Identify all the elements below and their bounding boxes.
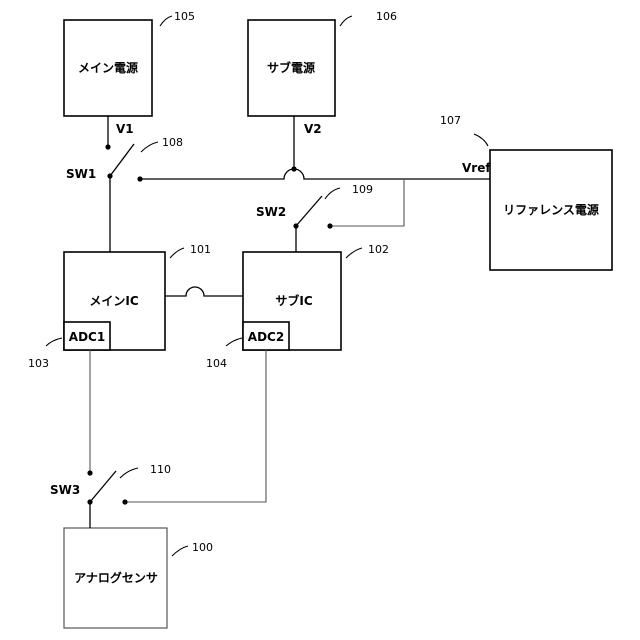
sw2-vref-dot xyxy=(327,223,332,228)
v1-label: V1 xyxy=(116,122,134,136)
v2-label: V2 xyxy=(304,122,322,136)
ref-102: 102 xyxy=(368,243,389,256)
ref-106: 106 xyxy=(376,10,397,23)
ref-103: 103 xyxy=(28,357,49,370)
sub-ic-label: サブIC xyxy=(275,293,312,308)
sw1-input-dot xyxy=(105,144,110,149)
sw1-blade xyxy=(110,144,134,176)
sw2-label: SW2 xyxy=(256,205,286,219)
sw1-label: SW1 xyxy=(66,167,96,181)
ref-102-leader xyxy=(346,248,362,258)
main-ic-label: メインIC xyxy=(89,294,138,308)
sw3-adc1-dot xyxy=(87,470,92,475)
ref-105: 105 xyxy=(174,10,195,23)
wire-adc2-sw3 xyxy=(125,350,266,502)
ref-110-leader xyxy=(120,468,138,478)
analog-sensor-label: アナログセンサ xyxy=(74,570,158,585)
ref-110: 110 xyxy=(150,463,171,476)
ref-106-leader xyxy=(340,16,352,26)
vref-label: Vref xyxy=(462,161,491,175)
ref-109: 109 xyxy=(352,183,373,196)
ref-100: 100 xyxy=(192,541,213,554)
ref-100-leader xyxy=(172,546,188,556)
ref-108-leader xyxy=(141,142,158,152)
sw3-adc2-dot xyxy=(122,499,127,504)
ref-107: 107 xyxy=(440,114,461,127)
ref-109-leader xyxy=(325,188,340,199)
ref-105-leader xyxy=(160,16,172,26)
ref-104-leader xyxy=(226,338,242,346)
sub-power-label: サブ電源 xyxy=(267,60,315,75)
ref-104: 104 xyxy=(206,357,227,370)
ref-101-leader xyxy=(170,248,184,258)
reference-power-label: リファレンス電源 xyxy=(503,202,599,217)
adc1-label: ADC1 xyxy=(69,330,105,344)
sw2-blade xyxy=(296,196,322,226)
main-power-label: メイン電源 xyxy=(78,60,138,75)
sw3-blade xyxy=(90,471,116,502)
ref-103-leader xyxy=(46,338,62,346)
wire-vref-line xyxy=(140,169,490,179)
wire-ic-link xyxy=(165,287,243,296)
sw3-label: SW3 xyxy=(50,483,80,497)
ref-107-leader xyxy=(474,134,488,146)
adc2-label: ADC2 xyxy=(248,330,284,344)
sw2-input-dot xyxy=(291,166,296,171)
ref-101: 101 xyxy=(190,243,211,256)
ref-108: 108 xyxy=(162,136,183,149)
